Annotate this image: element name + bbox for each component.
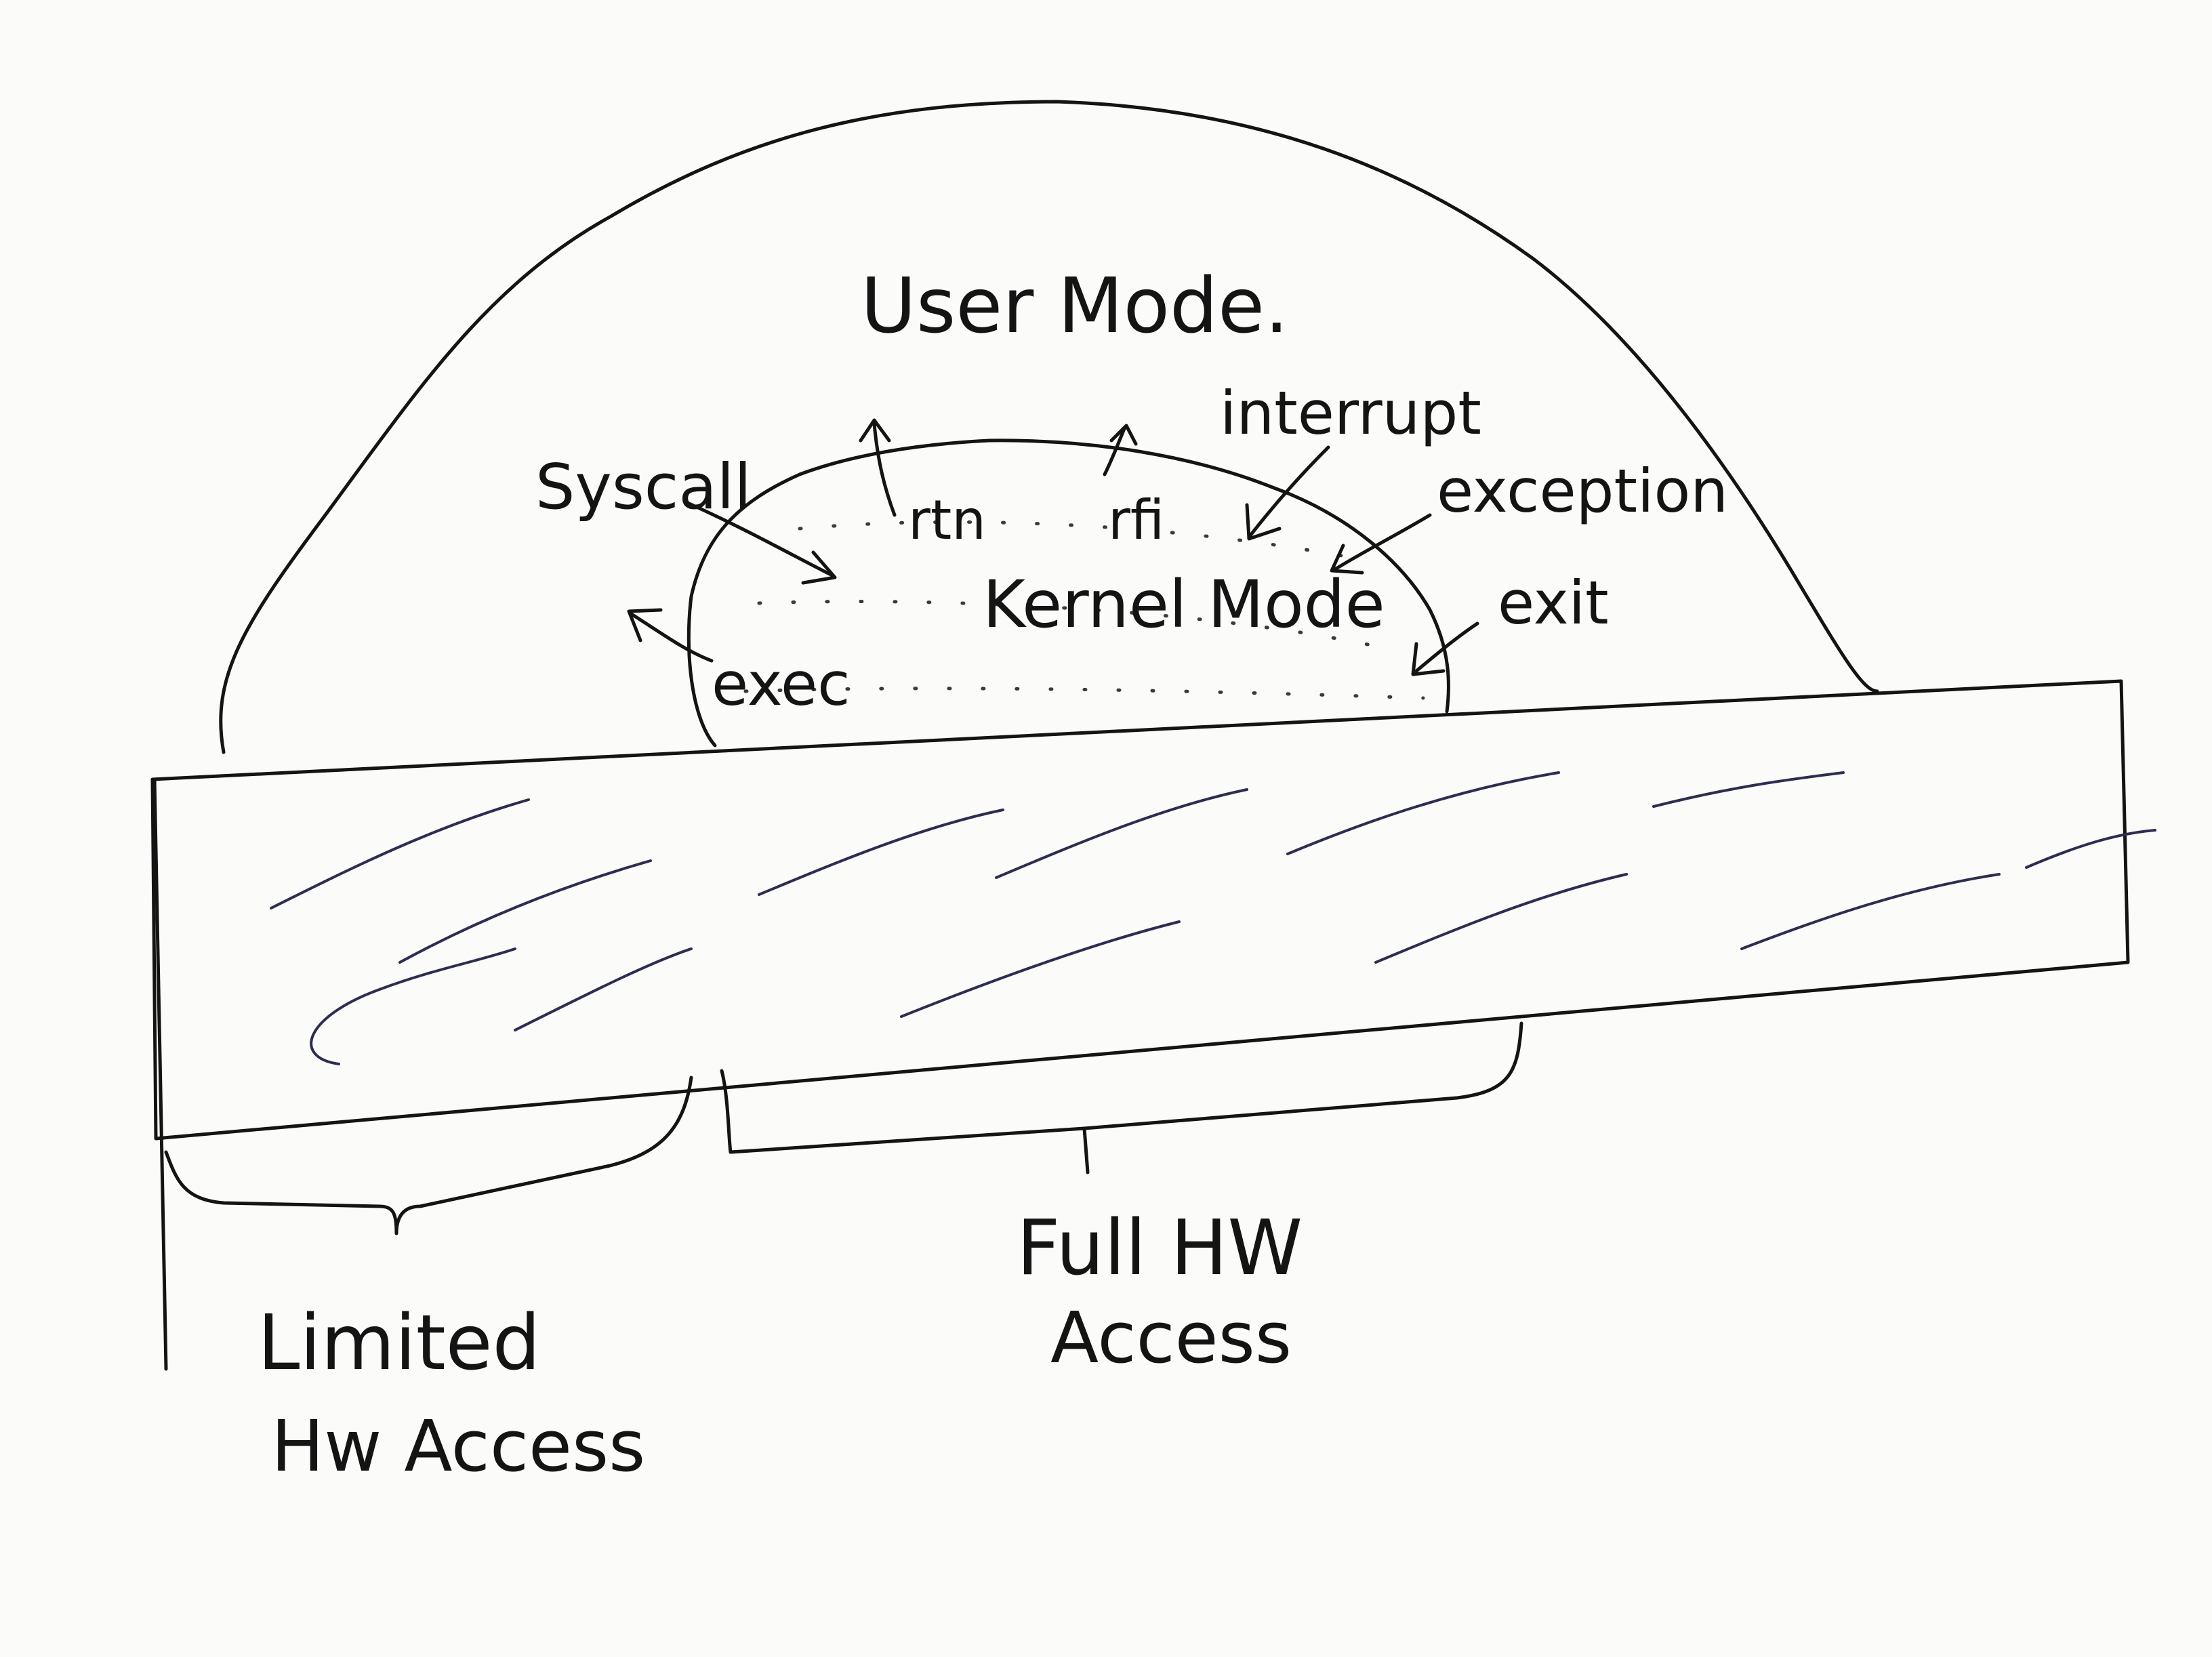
exception-arrow-head <box>1330 544 1364 575</box>
kernel-mode-label: Kernel Mode <box>983 567 1385 642</box>
rtn-arrow <box>859 418 897 517</box>
exception-arrow-shaft <box>1333 513 1432 571</box>
interrupt-arrow-head <box>1245 503 1282 541</box>
full-hw-brace-tip <box>1082 1126 1090 1174</box>
rfi-arrow-head <box>1109 424 1138 446</box>
hatch-stroke <box>995 788 1248 879</box>
kernel-mode-dome <box>687 438 1450 748</box>
rfi-label: rfi <box>1108 489 1164 552</box>
hardware-bar <box>150 679 2130 1141</box>
interrupt-arrow-shaft <box>1248 445 1330 537</box>
hatch-stroke <box>1652 771 1845 808</box>
syscall-label: Syscall <box>535 451 752 523</box>
syscall-arrow-head <box>801 550 837 585</box>
interrupt-arrow <box>1245 445 1330 541</box>
left-boundary-line <box>152 777 168 1371</box>
hatch-stroke <box>758 809 1004 896</box>
limited-access-label-line1: Limited <box>258 1299 541 1387</box>
full-access-label-line1: Full HW <box>1017 1204 1303 1292</box>
exception-label: exception <box>1437 456 1728 526</box>
syscall-arrow <box>682 499 837 585</box>
exit-arrow-head <box>1411 642 1446 676</box>
rtn-arrow-shaft <box>872 422 897 517</box>
rfi-arrow <box>1103 424 1138 476</box>
exec-label: exec <box>712 649 851 719</box>
exception-arrow <box>1330 513 1432 575</box>
hatch-stroke <box>270 798 530 909</box>
rtn-label: rtn <box>908 489 986 552</box>
limited-access-label-line2: Hw Access <box>271 1405 645 1488</box>
interrupt-label: interrupt <box>1220 378 1481 448</box>
exit-arrow <box>1411 621 1479 676</box>
hatch-stroke <box>2025 829 2156 869</box>
hatch-stroke <box>514 947 693 1031</box>
hardware-hatching <box>270 771 2156 1065</box>
hatch-stroke <box>900 920 1181 1018</box>
hatch-stroke <box>1286 771 1560 855</box>
hatch-stroke <box>1740 873 2001 950</box>
limited-hw-brace <box>164 1076 693 1235</box>
user-mode-label: User Mode. <box>861 262 1289 350</box>
kernel-dots-3 <box>743 687 1425 700</box>
exit-label: exit <box>1498 568 1609 638</box>
exec-arrow <box>627 608 714 663</box>
hatch-stroke <box>310 947 516 1065</box>
syscall-arrow-shaft <box>682 499 836 578</box>
rtn-arrow-head <box>859 418 891 443</box>
exec-arrow-shaft <box>628 611 714 663</box>
hatch-stroke <box>1374 873 1628 964</box>
rfi-arrow-shaft <box>1103 425 1127 476</box>
full-hw-brace <box>720 1021 1523 1154</box>
exec-arrow-head <box>627 608 663 642</box>
hatch-stroke <box>398 859 652 964</box>
full-access-label-line2: Access <box>1050 1296 1292 1379</box>
user-mode-dome <box>219 100 1879 754</box>
kernel-dots-1 <box>798 520 1344 558</box>
exit-arrow-shaft <box>1414 621 1479 673</box>
